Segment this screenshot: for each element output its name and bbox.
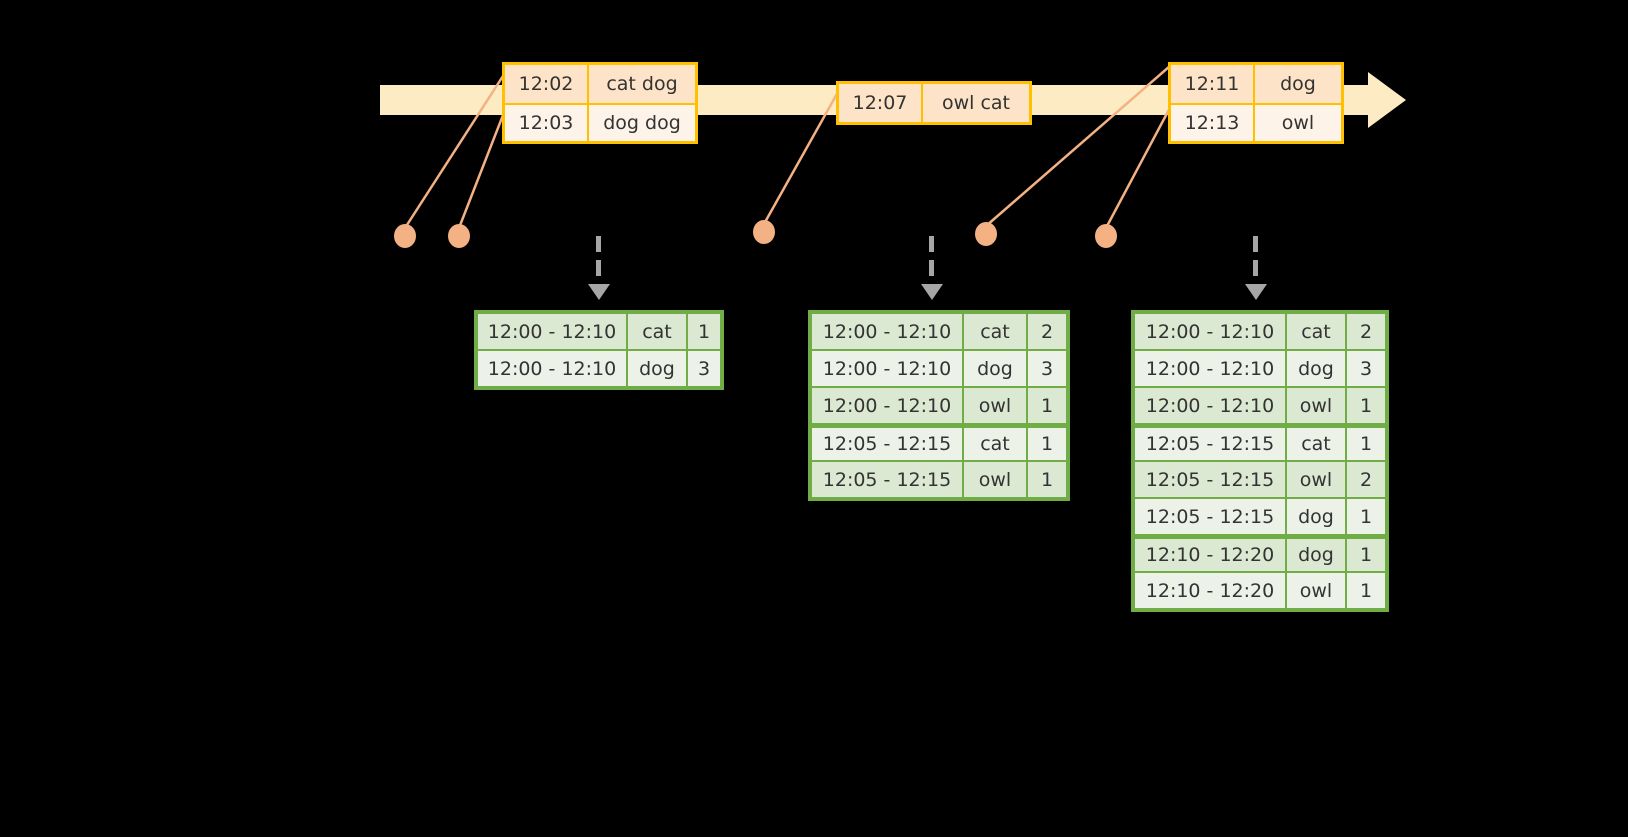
- event-time: 12:11: [1171, 65, 1255, 103]
- cell-count: 1: [1028, 388, 1066, 423]
- cell-count: 2: [1347, 462, 1385, 497]
- cell-window: 12:00 - 12:10: [478, 351, 626, 386]
- cell-window: 12:10 - 12:20: [1135, 539, 1285, 571]
- cell-window: 12:00 - 12:10: [1135, 351, 1285, 386]
- cell-window: 12:00 - 12:10: [812, 351, 962, 386]
- cell-count: 1: [1347, 539, 1385, 571]
- cell-key: cat: [628, 314, 686, 349]
- arrow-head-icon: [921, 284, 943, 300]
- source-dot-3: [753, 220, 775, 244]
- event-time: 12:02: [505, 65, 589, 103]
- cell-key: owl: [1287, 388, 1345, 423]
- cell-key: owl: [964, 462, 1026, 497]
- arrow-head-icon: [588, 284, 610, 300]
- arrow-shaft: [929, 236, 934, 288]
- cell-key: cat: [964, 314, 1026, 349]
- cell-window: 12:00 - 12:10: [478, 314, 626, 349]
- event-time: 12:07: [839, 84, 923, 122]
- cell-key: dog: [1287, 539, 1345, 571]
- cell-count: 2: [1028, 314, 1066, 349]
- timeline-event-group-1[interactable]: 12:02 cat dog 12:03 dog dog: [502, 62, 698, 144]
- cell-key: cat: [964, 428, 1026, 460]
- source-dot-4: [975, 222, 997, 246]
- timeline-event-row: 12:13 owl: [1171, 103, 1341, 141]
- cell-key: cat: [1287, 428, 1345, 460]
- cell-count: 1: [1347, 499, 1385, 534]
- cell-window: 12:00 - 12:10: [1135, 388, 1285, 423]
- connector-2: [457, 109, 507, 229]
- timeline-event-row: 12:07 owl cat: [839, 84, 1029, 122]
- cell-count: 3: [688, 351, 720, 386]
- cell-window: 12:00 - 12:10: [812, 388, 962, 423]
- event-time: 12:13: [1171, 105, 1255, 141]
- cell-count: 2: [1347, 314, 1385, 349]
- event-payload: dog: [1255, 65, 1341, 103]
- cell-window: 12:05 - 12:15: [812, 428, 962, 460]
- event-time: 12:03: [505, 105, 589, 141]
- cell-key: dog: [1287, 499, 1345, 534]
- cell-window: 12:10 - 12:20: [1135, 573, 1285, 608]
- cell-key: cat: [1287, 314, 1345, 349]
- cell-window: 12:05 - 12:15: [1135, 462, 1285, 497]
- cell-count: 1: [1347, 428, 1385, 460]
- connector-5: [1104, 103, 1174, 229]
- arrow-shaft: [1253, 236, 1258, 288]
- cell-key: dog: [628, 351, 686, 386]
- event-payload: cat dog: [589, 65, 695, 103]
- cell-window: 12:00 - 12:10: [812, 314, 962, 349]
- event-payload: dog dog: [589, 105, 695, 141]
- event-payload: owl cat: [923, 84, 1029, 122]
- cell-count: 3: [1347, 351, 1385, 386]
- cell-key: dog: [1287, 351, 1345, 386]
- cell-key: dog: [964, 351, 1026, 386]
- event-payload: owl: [1255, 105, 1341, 141]
- cell-window: 12:05 - 12:15: [1135, 499, 1285, 534]
- cell-window: 12:05 - 12:15: [1135, 428, 1285, 460]
- timeline-arrowhead-icon: [1368, 72, 1406, 128]
- arrow-head-icon: [1245, 284, 1267, 300]
- cell-key: owl: [964, 388, 1026, 423]
- cell-count: 1: [688, 314, 720, 349]
- cell-window: 12:00 - 12:10: [1135, 314, 1285, 349]
- cell-key: owl: [1287, 462, 1345, 497]
- cell-count: 1: [1347, 573, 1385, 608]
- timeline-event-row: 12:03 dog dog: [505, 103, 695, 141]
- cell-count: 1: [1028, 428, 1066, 460]
- cell-count: 1: [1028, 462, 1066, 497]
- timeline-event-group-2[interactable]: 12:07 owl cat: [836, 81, 1032, 125]
- cell-count: 3: [1028, 351, 1066, 386]
- source-dot-5: [1095, 224, 1117, 248]
- source-dot-1: [394, 224, 416, 248]
- cell-key: owl: [1287, 573, 1345, 608]
- timeline-event-group-3[interactable]: 12:11 dog 12:13 owl: [1168, 62, 1344, 144]
- source-dot-2: [448, 224, 470, 248]
- cell-count: 1: [1347, 388, 1385, 423]
- timeline-event-row: 12:11 dog: [1171, 65, 1341, 103]
- arrow-shaft: [596, 236, 601, 288]
- timeline-event-row: 12:02 cat dog: [505, 65, 695, 103]
- cell-window: 12:05 - 12:15: [812, 462, 962, 497]
